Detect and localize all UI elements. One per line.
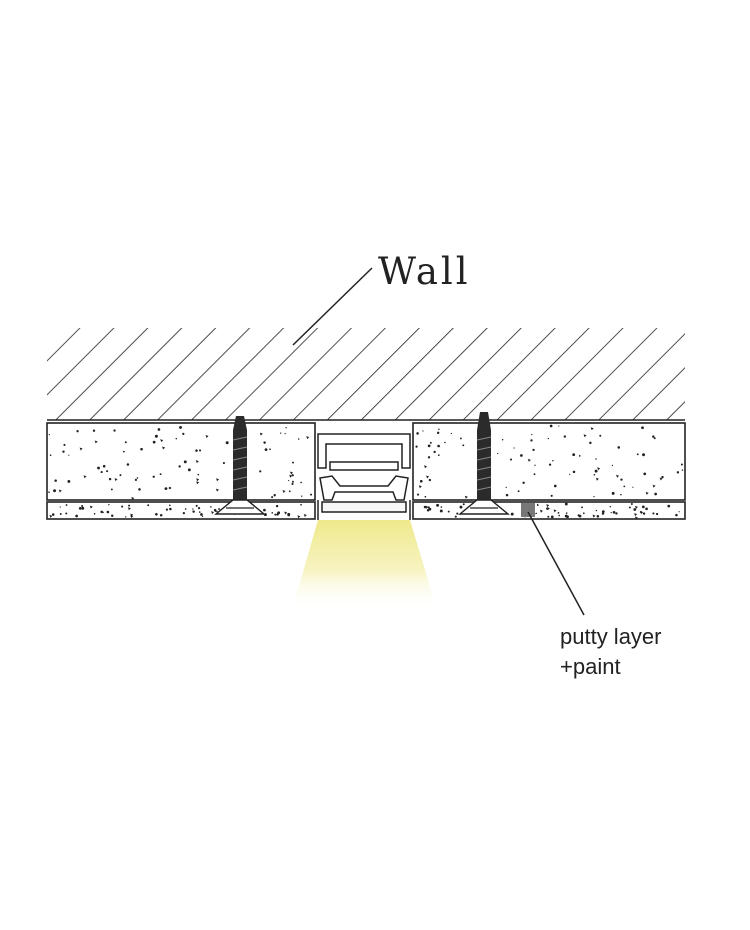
putty-label: putty layer +paint [560,622,662,682]
putty-label-line2: +paint [560,654,621,679]
board-texture [48,424,684,520]
plasterboard-left [46,422,316,520]
putty-label-line1: putty layer [560,624,662,649]
putty-patch [521,503,535,517]
wall-leader-line [292,267,373,346]
wall-label: Wall [378,250,471,293]
light-beam [292,520,437,610]
putty-leader-line [527,511,585,616]
wall-hatch [47,328,685,421]
aluminium-profile-icon [317,433,411,520]
screw-icon [214,416,266,515]
screw-icon [458,412,510,515]
plasterboard-right [412,422,686,520]
